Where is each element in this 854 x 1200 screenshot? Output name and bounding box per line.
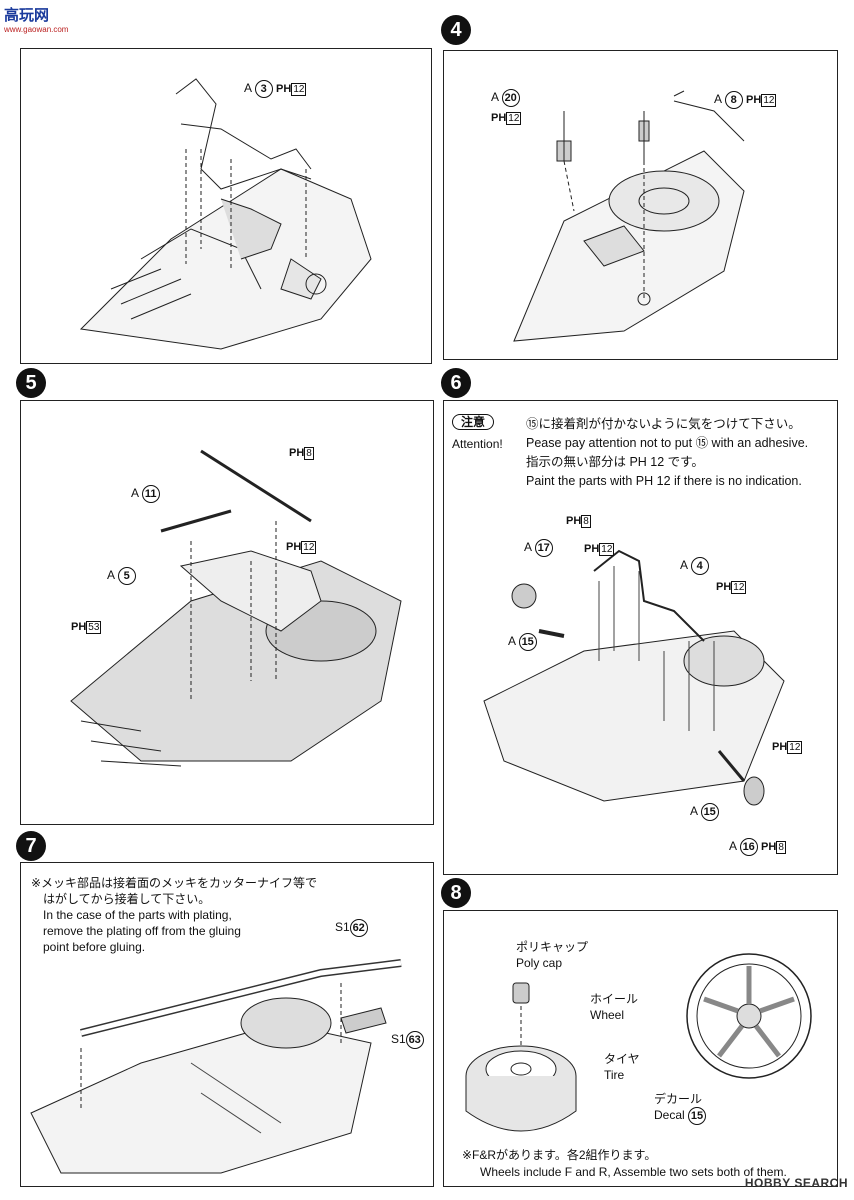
step7-notes: ※メッキ部品は接着面のメッキをカッターナイフ等で はがしてから接着して下さい。 … <box>31 875 317 955</box>
step4-diagram <box>513 90 745 342</box>
step8-note-line2: Wheels include F and R, Assemble two set… <box>480 1165 787 1179</box>
step6-notes: ⑮に接着剤が付かないように気をつけて下さい。 Pease pay attenti… <box>526 415 808 491</box>
step5-label-a5: A 5 <box>107 567 136 585</box>
step8-note-line1: ※F&Rがあります。各2組作ります。 <box>462 1148 657 1162</box>
step5-diagram <box>70 449 402 767</box>
step7-note-line5: point before gluing. <box>43 940 146 954</box>
step4-number: 4 <box>441 15 471 45</box>
step3-diagram <box>79 78 372 350</box>
step5-number: 5 <box>16 368 46 398</box>
step5-label-a11: A 11 <box>131 485 160 503</box>
step6-label-a15: A 15 <box>508 633 537 651</box>
step6-number: 6 <box>441 368 471 398</box>
step7-diagram <box>30 959 402 1174</box>
step7-note-line3: In the case of the parts with plating, <box>43 908 232 922</box>
watermark-logo: 高玩网 www.gaowan.com <box>4 4 68 34</box>
step8-label-tire: タイヤ Tire <box>604 1052 640 1082</box>
step8-number: 8 <box>441 878 471 908</box>
step6-note-line3: 指示の無い部分は PH 12 です。 <box>526 455 704 469</box>
attention-en: Attention! <box>452 437 503 451</box>
step6-note-line4: Paint the parts with PH 12 if there is n… <box>526 474 802 488</box>
step7-panel: ※メッキ部品は接着面のメッキをカッターナイフ等で はがしてから接着して下さい。 … <box>20 862 434 1187</box>
step6-diagram <box>483 549 785 806</box>
attention-block: 注意 Attention! <box>452 413 503 451</box>
watermark-text: 高玩网 <box>4 7 50 24</box>
step8-label-polycap: ポリキャップ Poly cap <box>516 940 589 970</box>
step7-note-line4: remove the plating off from the gluing <box>43 924 241 938</box>
step8-notes: ※F&Rがあります。各2組作ります。 Wheels include F and … <box>462 1147 787 1181</box>
footer-watermark: HOBBY SEARCH <box>744 1176 848 1190</box>
step8-label-wheel: ホイール Wheel <box>590 992 639 1022</box>
step6-note-line1: ⑮に接着剤が付かないように気をつけて下さい。 <box>526 417 801 431</box>
step8-label-decal: デカール Decal 15 <box>654 1091 707 1125</box>
step6-label-a4: A 4 <box>680 557 709 575</box>
attention-jp: 注意 <box>452 414 495 430</box>
step7-note-line2: はがしてから接着して下さい。 <box>43 892 211 906</box>
step6-note-line2: Pease pay attention not to put ⑮ with an… <box>526 436 809 450</box>
step6-label-a15b: A 15 <box>690 803 719 821</box>
step8-panel: ポリキャップ Poly cap ホイール Wheel タイヤ Tire デカール… <box>443 910 838 1187</box>
step7-number: 7 <box>16 831 46 861</box>
step8-diagram <box>465 953 812 1132</box>
step6-panel: 注意 Attention! ⑮に接着剤が付かないように気をつけて下さい。 Pea… <box>443 400 838 875</box>
watermark-url: www.gaowan.com <box>4 25 69 34</box>
step6-label-a17: A 17 <box>524 539 553 557</box>
step7-note-line1: ※メッキ部品は接着面のメッキをカッターナイフ等で <box>31 876 318 890</box>
